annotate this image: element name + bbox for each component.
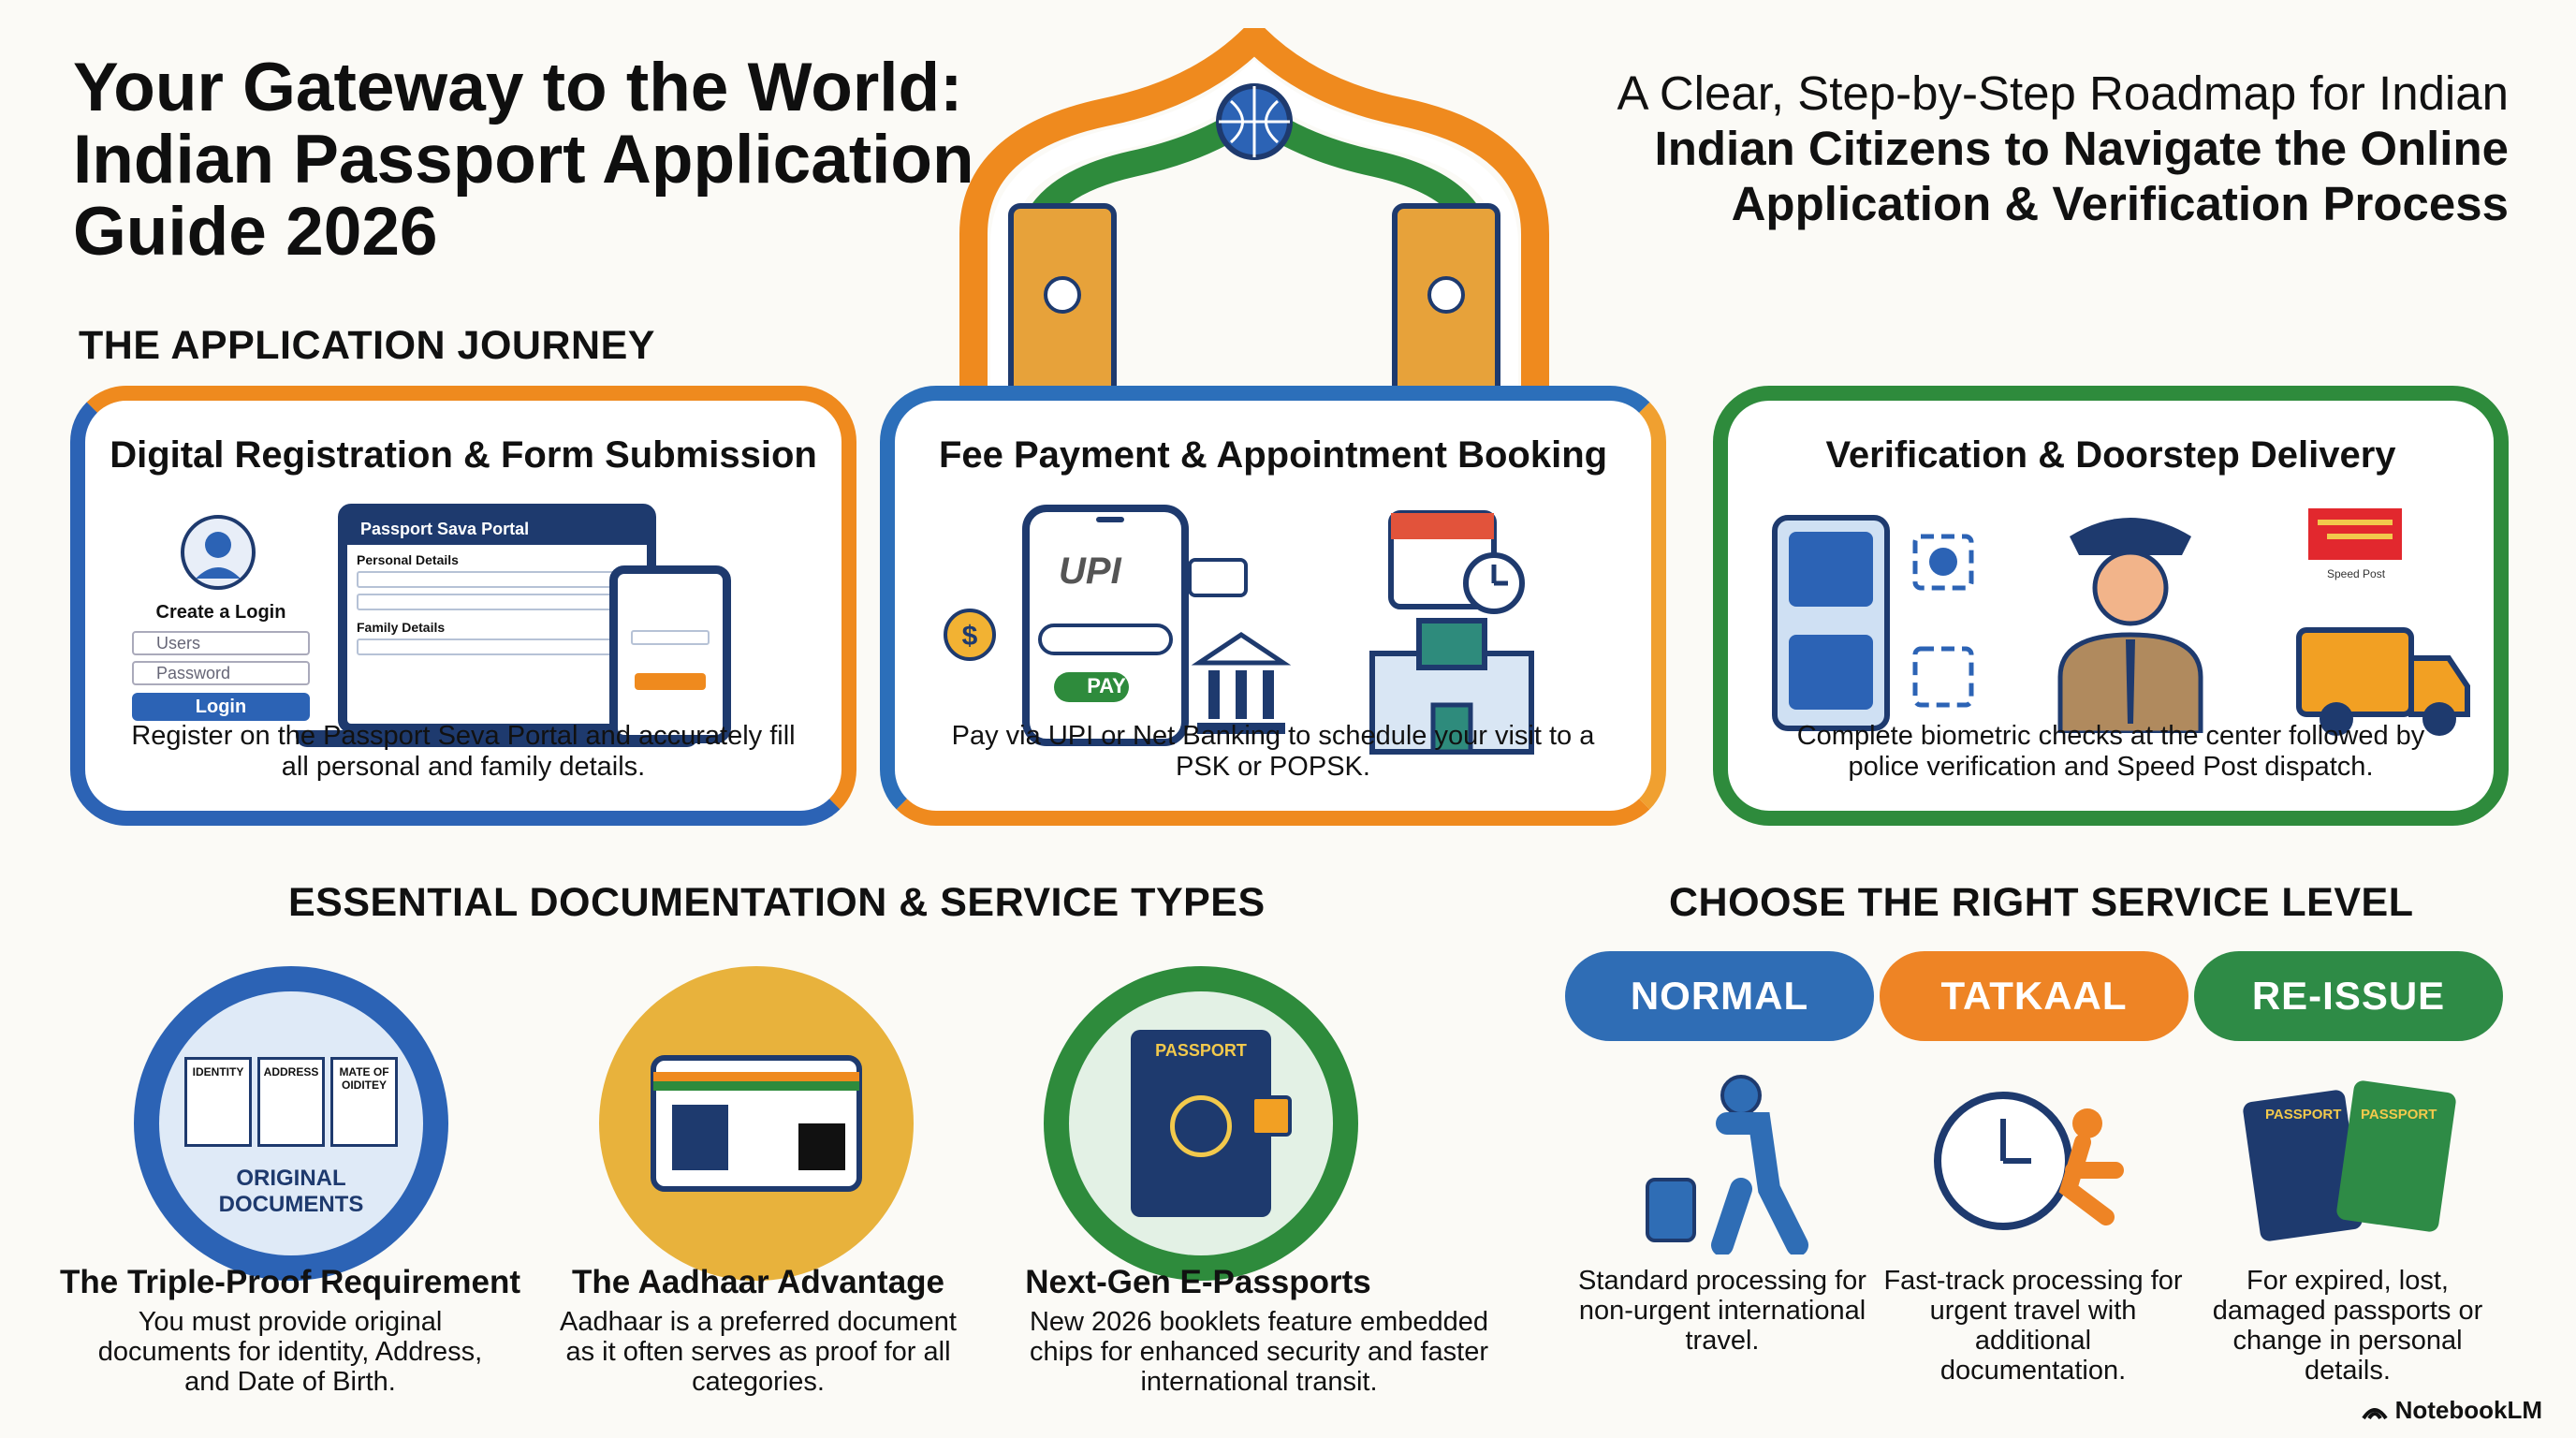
user-avatar-icon [181,515,256,590]
reissue-passport-label-b: PASSPORT [2361,1107,2437,1123]
step-3-description: Complete biometric checks at the center … [1796,721,2425,782]
laptop-base [296,730,698,747]
notebooklm-label: NotebookLM [2394,1396,2542,1424]
form-field[interactable] [357,638,637,655]
documentation-heading: ESSENTIAL DOCUMENTATION & SERVICE TYPES [288,880,1266,925]
police-officer-icon [2057,518,2203,733]
globe-emblem-icon [1170,1095,1232,1157]
login-widget: Create a Login Users Password Login [132,513,310,738]
speed-post-logo-icon [2308,508,2402,560]
triple-proof-desc: You must provide original documents for … [97,1307,483,1397]
step-3-title: Verification & Doorstep Delivery [1825,434,2396,476]
reissue-passports-icon [2243,1080,2456,1241]
epassport-circle: PASSPORT [1044,966,1358,1281]
personal-details-label: Personal Details [357,552,459,567]
aadhaar-circle [599,966,914,1281]
upi-phone-illustration: $ [944,505,1248,746]
step-2-description: Pay via UPI or Net Banking to schedule y… [951,721,1595,782]
normal-service-desc: Standard processing for non-urgent inter… [1578,1266,1866,1356]
form-field[interactable] [357,571,637,588]
users-field[interactable]: Users [132,631,310,655]
subtitle-line-3: Application & Verification Process [1731,177,2509,230]
page-title: Your Gateway to the World: Indian Passpo… [73,51,1065,268]
biometric-scanner-icon [1772,515,1974,731]
login-button[interactable]: Login [132,693,310,721]
notebooklm-brand: NotebookLM [2361,1396,2542,1425]
normal-service-button[interactable]: NORMAL [1565,951,1874,1041]
step-digital-registration: Digital Registration & Form Submission C… [70,386,856,826]
address-card: ADDRESS [257,1057,325,1147]
tatkaal-service-button[interactable]: TATKAAL [1880,951,2188,1041]
page-subtitle: A Clear, Step-by-Step Roadmap for Indian… [1385,66,2509,231]
upi-label: UPI [1059,550,1121,592]
calendar-clock-icon [1388,510,1525,614]
family-details-label: Family Details [357,620,446,635]
original-documents-circle: IDENTITY ADDRESS MATE OF OIDITEY ORIGINA… [134,966,448,1281]
stopwatch-runner-icon [1934,1092,2124,1230]
subtitle-line-1: A Clear, Step-by-Step Roadmap for Indian [1617,66,2509,120]
traveler-walking-icon [1646,1075,1808,1255]
title-line-3: Guide 2026 [73,194,438,270]
service-level-heading: CHOOSE THE RIGHT SERVICE LEVEL [1669,880,2414,925]
aadhaar-desc: Aadhaar is a preferred document as it of… [560,1307,957,1397]
triple-proof-title: The Triple-Proof Requirement [60,1264,520,1300]
gateway-arch-illustration [959,28,1549,403]
aadhaar-title: The Aadhaar Advantage [571,1264,945,1300]
epassport-title: Next-Gen E-Passports [1025,1264,1371,1300]
epassport-label: PASSPORT [1155,1041,1247,1060]
reissue-service-button[interactable]: RE-ISSUE [2194,951,2503,1041]
title-line-1: Your Gateway to the World: [73,50,963,125]
epassport-desc: New 2026 booklets feature embedded chips… [1029,1307,1489,1397]
speed-post-label: Speed Post [2327,567,2386,580]
title-line-2: Indian Passport Application [73,122,974,198]
step-1-title: Digital Registration & Form Submission [110,434,817,476]
delivery-truck-icon [2296,627,2470,736]
notebooklm-logo-icon [2361,1407,2388,1419]
form-field[interactable] [357,594,637,610]
pay-button[interactable]: PAY [1087,674,1126,697]
tablet-icon [609,565,731,743]
dob-card: MATE OF OIDITEY [330,1057,398,1147]
step-1-description: Register on the Passport Seva Portal and… [131,721,796,782]
svg-text:$: $ [962,621,978,652]
identity-card: IDENTITY [184,1057,252,1147]
epassport-booklet-icon: PASSPORT [1131,1030,1292,1217]
step-verification: Verification & Doorstep Delivery Speed P… [1713,386,2509,826]
chip-icon [1251,1095,1292,1137]
aadhaar-card-icon [651,1055,862,1192]
journey-heading: THE APPLICATION JOURNEY [79,323,655,368]
subtitle-line-2: Indian Citizens to Navigate the Online [1654,122,2509,175]
reissue-passport-label-a: PASSPORT [2265,1107,2342,1123]
passport-office-icon [1369,618,1534,755]
tatkaal-service-desc: Fast-track processing for urgent travel … [1883,1266,2183,1386]
reissue-service-desc: For expired, lost, damaged passports or … [2212,1266,2483,1386]
portal-title: Passport Sava Portal [347,513,647,545]
bank-icon [1191,631,1292,734]
laptop-screen: Passport Sava Portal Personal Details Fa… [338,504,656,733]
password-field[interactable]: Password [132,661,310,685]
step-fee-payment: Fee Payment & Appointment Booking $ UPI … [880,386,1666,826]
create-login-label: Create a Login [155,602,286,623]
original-documents-label: ORIGINAL DOCUMENTS [218,1166,364,1217]
step-2-title: Fee Payment & Appointment Booking [938,434,1608,476]
